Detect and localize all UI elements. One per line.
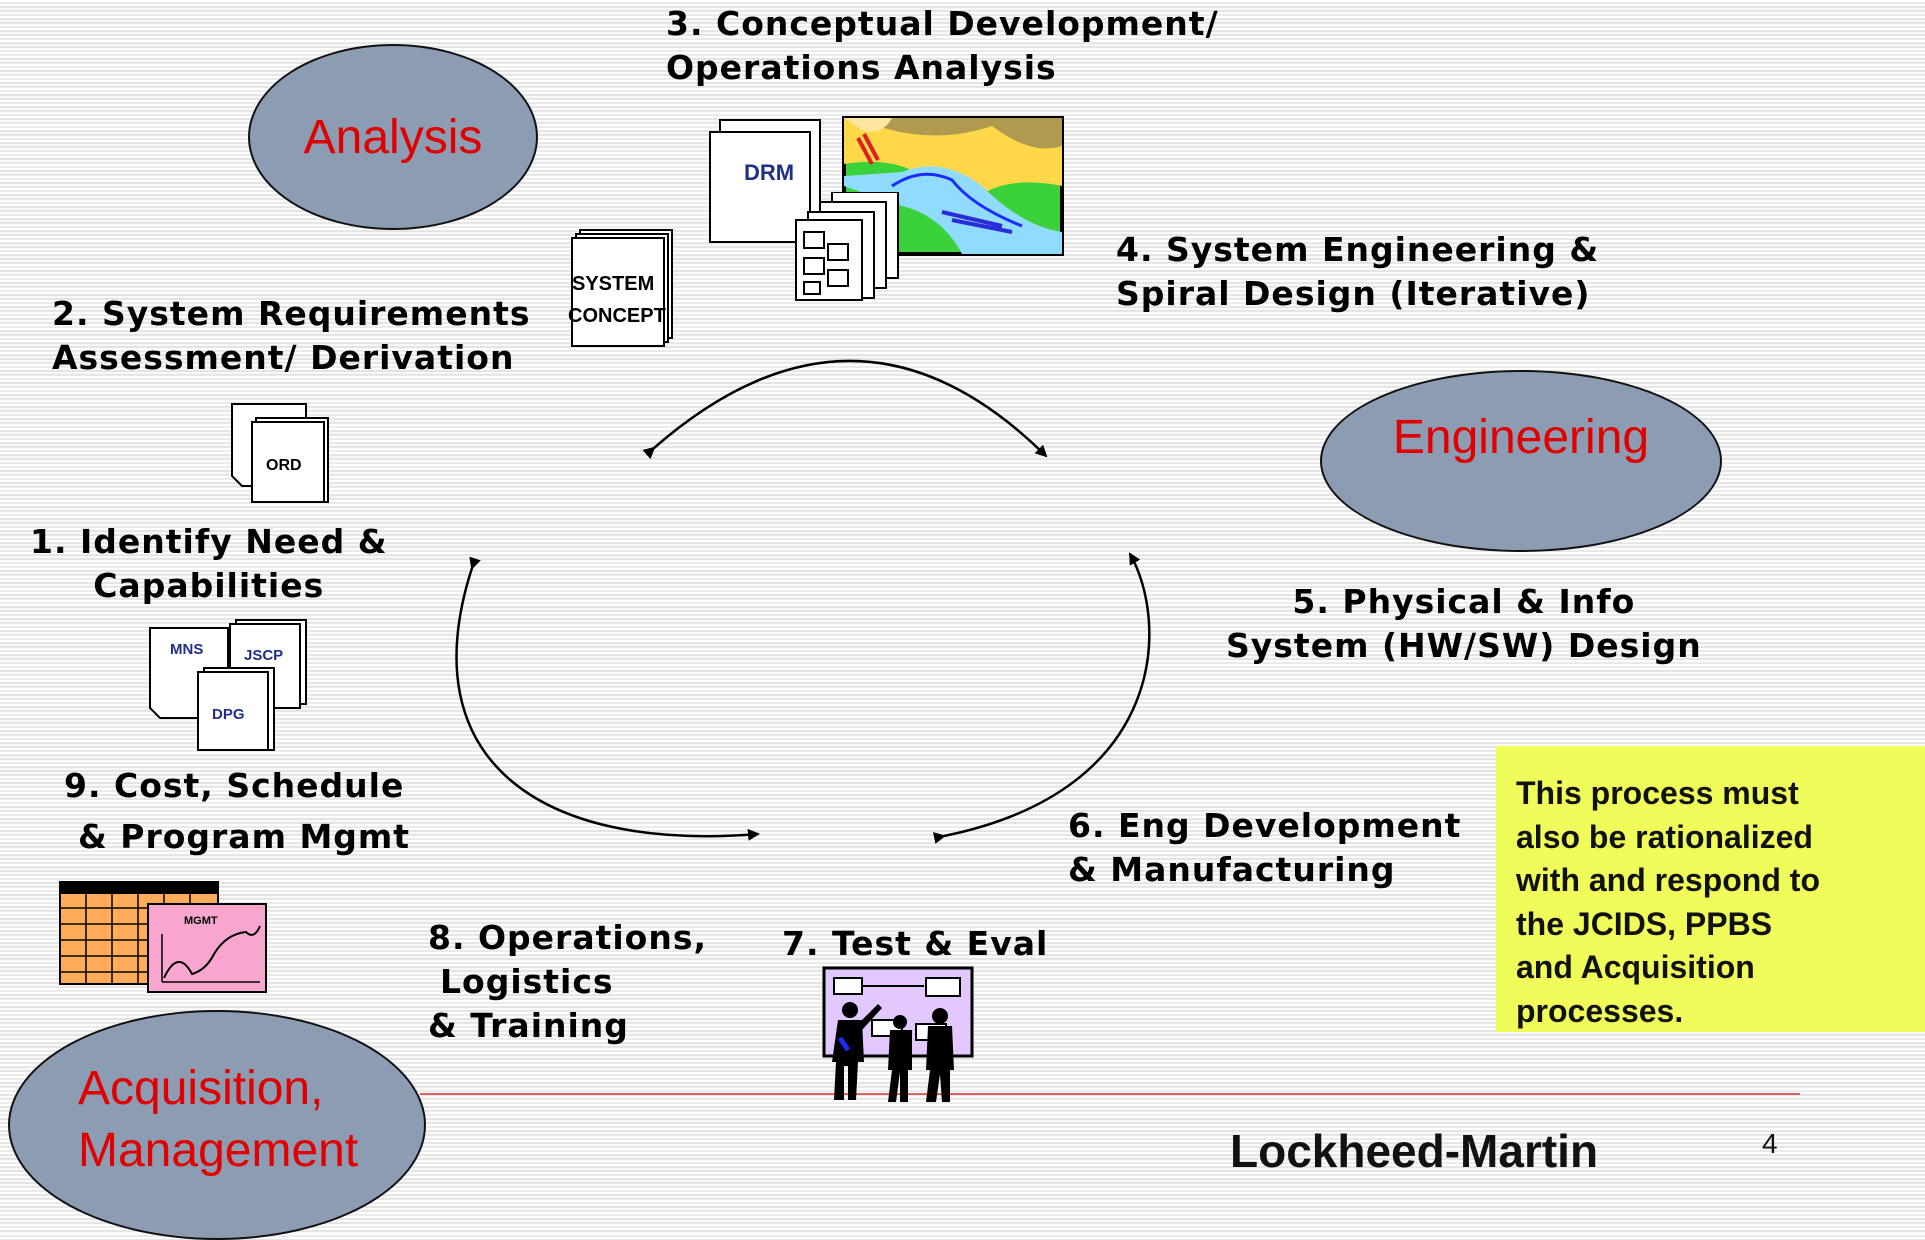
acquisition-ellipse: Acquisition, Management [8,1010,426,1240]
spreadsheet-mgmt-chart-icon: MGMT [59,881,267,993]
system-label: SYSTEM [572,273,654,295]
system-concept-document-icon: SYSTEM CONCEPT [568,229,673,347]
concept-label: CONCEPT [568,305,666,327]
left-arrow [455,556,760,841]
step-5-label: 5. Physical & Info System (HW/SW) Design [1226,582,1702,666]
jcids-ppbs-callout: This process must also be rationalized w… [1496,746,1925,1032]
jscp-label: JSCP [244,647,283,664]
step-9-label: 9. Cost, Schedule & Program Mgmt [64,766,411,857]
engineering-ellipse: Engineering [1320,370,1722,552]
acquisition-label-line2: Management [78,1124,359,1177]
step-7-label: 7. Test & Eval [782,924,1049,963]
dpg-label: DPG [212,706,245,723]
top-arrow [642,359,1048,460]
step-1-label: 1. Identify Need & Capabilities [30,522,388,606]
drm-document-icon: DRM [709,119,821,243]
step-2-label: 2. System Requirements Assessment/ Deriv… [52,294,531,378]
step-4-label: 4. System Engineering & Spiral Design (I… [1116,230,1600,314]
drm-label: DRM [744,160,794,185]
chart-stack-icon [795,192,899,301]
page-number: 4 [1762,1128,1778,1159]
analysis-ellipse: Analysis [248,44,538,230]
right-arrow [933,552,1151,844]
mgmt-label: MGMT [184,915,218,927]
ord-document-icon: ORD [231,403,329,503]
acquisition-label-line1: Acquisition, [78,1061,324,1115]
engineering-label: Engineering [1392,410,1650,464]
ord-label: ORD [266,457,302,474]
step-3-label: 3. Conceptual Development/ Operations An… [666,4,1219,88]
analysis-label: Analysis [303,110,483,164]
mns-jscp-dpg-documents-icon: MNS JSCP DPG [149,619,307,751]
presentation-figures-icon [822,966,974,1102]
brand-name: Lockheed-Martin [1230,1125,1599,1177]
mns-label: MNS [170,641,203,658]
step-8-label: 8. Operations, Logistics & Training [428,918,708,1046]
